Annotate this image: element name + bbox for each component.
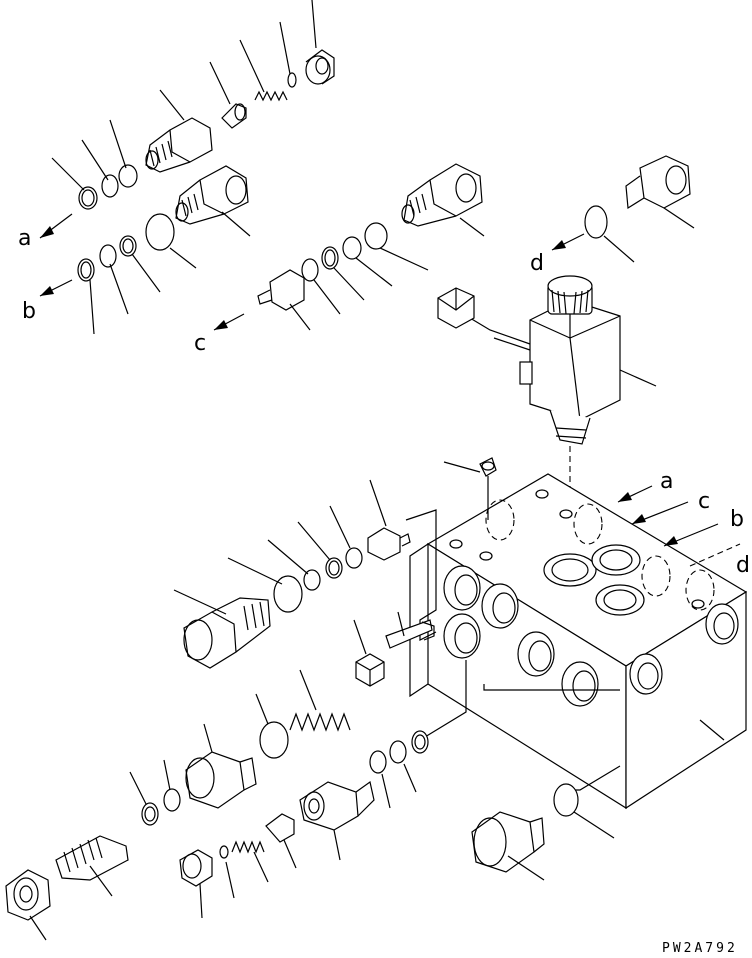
cap — [185, 723, 257, 809]
plug-c — [257, 269, 305, 311]
port-label-a: a — [18, 226, 31, 251]
port-label-c-block: c — [698, 489, 710, 514]
port-label-b-block: b — [730, 507, 744, 532]
o-ring — [364, 222, 388, 250]
backup-ring — [389, 740, 407, 764]
o-ring — [411, 730, 429, 754]
arrow-c — [214, 320, 228, 330]
arrow-b — [40, 286, 54, 296]
port-label-c: c — [194, 331, 206, 356]
valve-body — [175, 165, 249, 225]
backup-ring — [303, 569, 321, 591]
o-ring — [141, 802, 159, 826]
spring — [289, 712, 351, 732]
plug-large — [173, 589, 271, 669]
o-ring — [369, 750, 387, 774]
valve-body-center — [401, 163, 483, 227]
relief-valve-second-assembly — [77, 165, 251, 335]
cap-nut — [305, 49, 335, 85]
small-spring — [231, 840, 265, 854]
o-ring — [345, 547, 363, 569]
backup-ring — [342, 236, 362, 260]
port-labels: a b c d a c b d — [18, 213, 750, 578]
backup-ring — [99, 244, 117, 268]
main-valve-block — [409, 473, 748, 810]
nut — [353, 619, 385, 687]
arrow-c-block — [632, 514, 646, 524]
o-ring — [163, 788, 181, 812]
backup-ring — [101, 174, 119, 198]
o-ring-d — [584, 205, 608, 239]
port-label-d: d — [530, 251, 544, 276]
lock-nut — [5, 869, 51, 941]
relief-valve-upper-assembly — [51, 0, 335, 210]
small-poppet — [265, 813, 297, 869]
poppet — [221, 103, 247, 129]
solenoid-valve — [437, 275, 657, 560]
o-ring-tiny — [219, 845, 229, 859]
arrow-a — [40, 226, 54, 238]
plunger — [367, 479, 411, 561]
o-ring-large — [259, 721, 289, 759]
plug-lower-right — [471, 811, 545, 881]
relief-valve-center-assembly — [257, 163, 485, 331]
spool — [385, 611, 435, 649]
valve-seat-lower — [299, 780, 375, 861]
plug-d — [625, 155, 695, 229]
backup-ring — [301, 258, 319, 282]
o-ring-small — [287, 72, 297, 88]
breather-plug — [443, 457, 497, 520]
valve-seat-body — [145, 117, 213, 173]
port-label-b: b — [22, 299, 36, 324]
port-label-d-block: d — [736, 553, 750, 578]
drawing-code: PW2A792 — [662, 941, 738, 956]
o-ring — [118, 164, 138, 188]
spring — [254, 90, 288, 102]
o-ring-lower — [553, 783, 579, 817]
arrow-d — [552, 240, 566, 250]
small-plug — [179, 849, 213, 919]
arrow-a-block — [618, 492, 632, 502]
o-ring-large — [273, 575, 303, 613]
port-label-a-block: a — [660, 469, 673, 494]
o-ring-large — [145, 213, 175, 251]
adjusting-screw — [55, 835, 129, 897]
arrow-b-block — [664, 536, 678, 546]
